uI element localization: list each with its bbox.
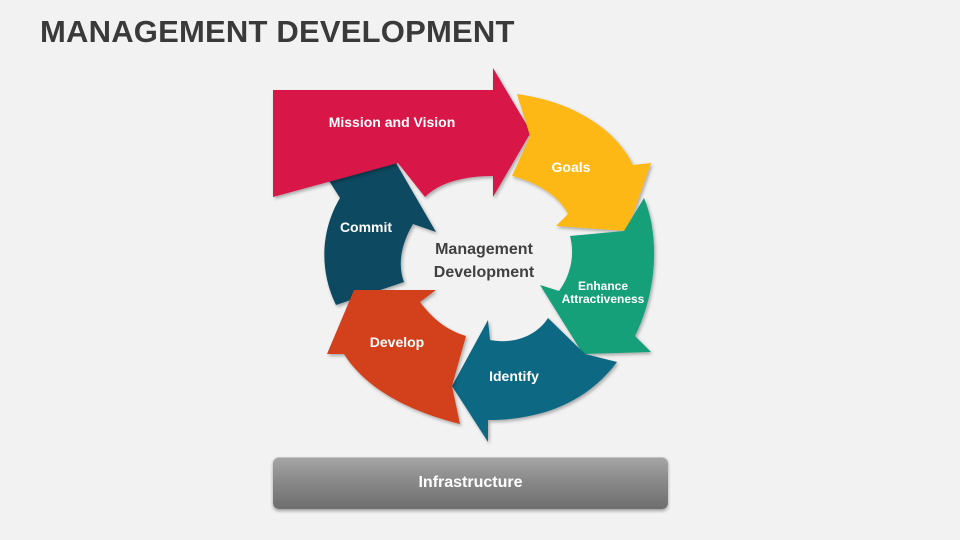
page-title: MANAGEMENT DEVELOPMENT — [40, 14, 515, 49]
infrastructure-bar: Infrastructure — [273, 457, 668, 509]
segment-label-enhance-line2: Attractiveness — [562, 292, 645, 306]
segment-label-enhance-line1: Enhance — [578, 279, 628, 293]
center-label-line2: Development — [434, 264, 535, 281]
segment-label-identify: Identify — [489, 368, 539, 384]
segment-label-mission-vision: Mission and Vision — [329, 114, 456, 130]
segment-develop-arrow — [327, 290, 466, 424]
segment-commit-arrow — [321, 163, 436, 305]
segment-identify-arrow — [452, 318, 617, 442]
segment-goals-arrow — [512, 94, 651, 231]
segment-label-develop: Develop — [370, 334, 424, 350]
infrastructure-label: Infrastructure — [418, 474, 523, 491]
segment-enhance-arrow — [540, 198, 655, 354]
center-label-line1: Management — [435, 241, 533, 258]
segment-mission-vision-arrow — [273, 68, 531, 197]
segment-label-goals: Goals — [552, 159, 591, 175]
segment-label-commit: Commit — [340, 219, 392, 235]
